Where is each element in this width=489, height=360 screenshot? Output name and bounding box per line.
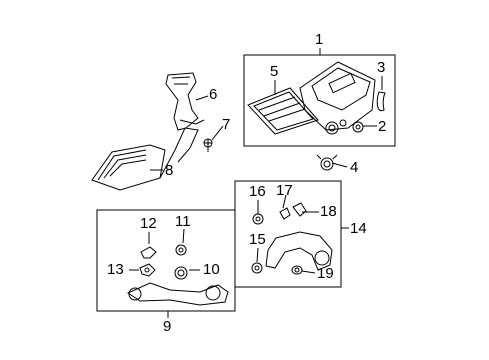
group-box-duct — [96, 209, 236, 312]
air-cleaner-housing — [299, 61, 376, 135]
callout-7: 7 — [222, 116, 231, 133]
inlet-snorkel — [91, 127, 199, 191]
callout-5: 5 — [270, 63, 279, 80]
upper-duct — [165, 72, 205, 131]
callout-18: 18 — [320, 203, 337, 220]
lower-duct-assembly — [126, 244, 229, 306]
nut — [352, 121, 364, 133]
callout-17: 17 — [276, 182, 293, 199]
callout-8: 8 — [165, 162, 174, 179]
callout-4: 4 — [350, 159, 359, 176]
callout-13: 13 — [107, 261, 124, 278]
callout-16: 16 — [249, 183, 266, 200]
callout-19: 19 — [317, 265, 334, 282]
air-filter-element — [247, 87, 319, 135]
callout-3: 3 — [377, 59, 386, 76]
hose-clip — [376, 91, 386, 112]
callout-2: 2 — [378, 118, 387, 135]
retaining-clip — [203, 138, 213, 152]
callout-11: 11 — [175, 213, 191, 230]
callout-6: 6 — [209, 86, 218, 103]
callout-15: 15 — [249, 231, 266, 248]
callout-9: 9 — [163, 318, 172, 335]
callout-14: 14 — [350, 220, 367, 237]
callout-1: 1 — [315, 31, 324, 48]
callout-10: 10 — [203, 261, 220, 278]
clamp — [316, 154, 338, 171]
callout-12: 12 — [140, 215, 157, 232]
intake-pipe-set — [251, 202, 333, 275]
